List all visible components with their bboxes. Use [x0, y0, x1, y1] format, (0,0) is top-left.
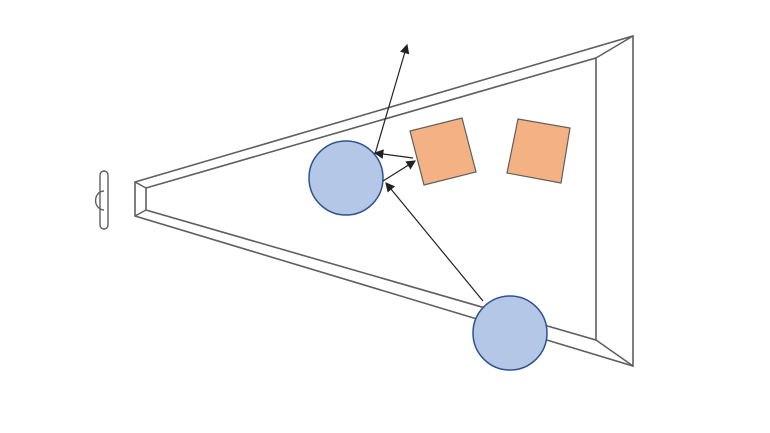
- upper-circle: [308, 140, 384, 216]
- ray-arrows: [373, 43, 484, 302]
- lower-circle: [472, 295, 548, 371]
- outer-trapezoid: [134, 34, 634, 368]
- far-square: [506, 118, 571, 184]
- corner-edge-top-right: [595, 35, 634, 59]
- eye-icon: [94, 170, 109, 230]
- arrow-reflected-up: [374, 43, 410, 155]
- corner-edge-bottom-left: [134, 209, 147, 217]
- near-square: [409, 117, 477, 186]
- frustum-outline: [134, 34, 634, 368]
- eye-pupil: [94, 190, 105, 211]
- arrow-from-lower-circle: [385, 182, 484, 302]
- corner-edge-top-left: [134, 181, 147, 189]
- corner-edge-bottom-right: [595, 339, 634, 367]
- arrow-square-to-circle-upper: [373, 149, 414, 159]
- eye-lens: [99, 170, 109, 230]
- arrow-circle-to-square-lower: [382, 160, 417, 182]
